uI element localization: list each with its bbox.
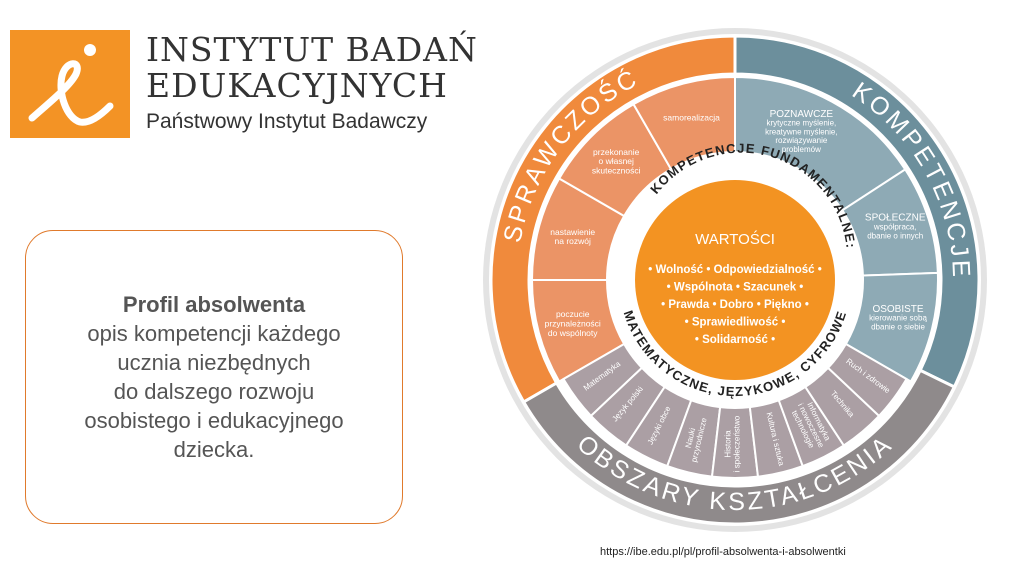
outer-ring-obszary <box>521 368 957 526</box>
logo-title-line1: INSTYTUT BADAŃ <box>146 30 478 69</box>
segment-orange-label: samorealizacja <box>663 113 720 123</box>
profile-line: ucznia niezbędnych <box>117 350 311 375</box>
value-line: • Solidarność • <box>695 334 775 346</box>
profile-description-box: Profil absolwenta opis kompetencji każde… <box>25 230 403 524</box>
segment-gray <box>624 385 693 468</box>
center-values-circle <box>635 180 835 380</box>
logo-title-line2: EDUKACYJNYCH <box>146 66 448 105</box>
segment-gray <box>803 366 881 447</box>
value-line: • Wspólnota • Szacunek • <box>667 282 804 294</box>
segment-gray <box>777 385 846 468</box>
segment-gray <box>710 406 760 479</box>
segment-gray <box>748 398 805 478</box>
value-line: • Wolność • Odpowiedzialność • <box>648 264 822 276</box>
profile-title: Profil absolwenta <box>122 292 306 317</box>
logo-i-icon <box>28 44 114 126</box>
value-line: • Prawda • Dobro • Piękno • <box>661 299 809 311</box>
segment-gray <box>665 398 722 478</box>
value-line: • Sprawiedliwość • <box>685 317 786 329</box>
ibe-logo <box>10 30 130 138</box>
segment-teal <box>844 271 939 383</box>
center-title: WARTOŚCI <box>695 230 775 248</box>
segment-gray <box>826 342 908 418</box>
segment-gray <box>589 366 667 447</box>
profile-line: do dalszego rozwoju <box>113 379 315 404</box>
profile-line: osobistego i edukacyjnego <box>84 408 344 433</box>
profile-line: dziecka. <box>173 437 255 462</box>
profile-line: opis kompetencji każdego <box>87 321 341 346</box>
segment-gray-label: Historiai społeczeństwo <box>724 415 742 472</box>
source-link[interactable]: https://ibe.edu.pl/pl/profil-absolwenta-… <box>600 546 846 558</box>
logo-subtitle: Państwowy Instytut Badawczy <box>146 110 428 133</box>
segment-gray <box>562 342 644 418</box>
